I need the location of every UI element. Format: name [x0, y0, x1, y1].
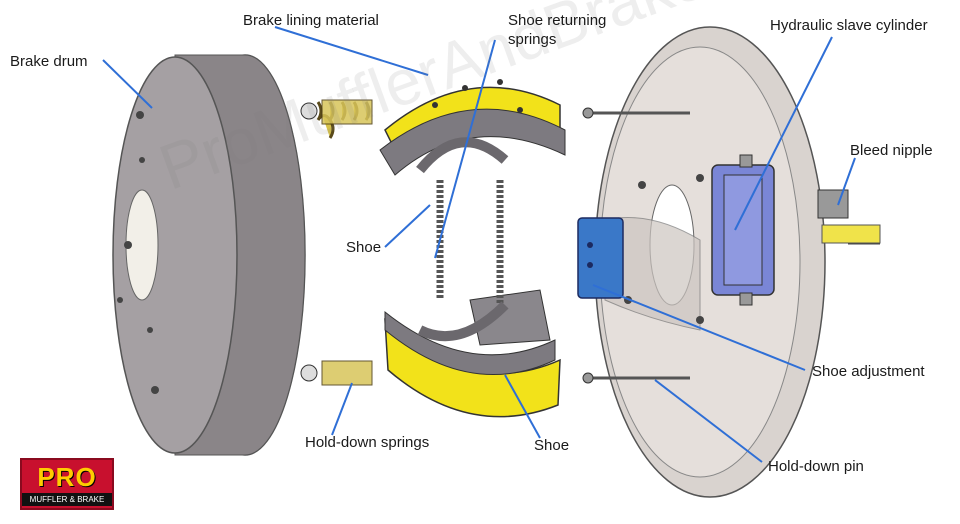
- pro-logo: PRO MUFFLER & BRAKE: [20, 458, 114, 510]
- label-brake-drum: Brake drum: [10, 53, 88, 70]
- label-hold-down-springs: Hold-down springs: [305, 434, 430, 451]
- bleed-nipple-and-pipe: [817, 189, 881, 245]
- leader-hold-down-pin: [654, 379, 763, 463]
- backing-plate: [594, 26, 826, 498]
- label-return-springs-1: Shoe returning: [508, 12, 607, 29]
- label-bleed-nipple: Bleed nipple: [850, 142, 933, 159]
- label-shoe-adjustment: Shoe adjustment: [812, 363, 925, 380]
- hold-down-pins: [582, 107, 690, 384]
- leader-hold-down-springs: [331, 382, 353, 436]
- lower-shoe: [384, 289, 561, 418]
- label-shoe-left: Shoe: [346, 239, 382, 256]
- label-hold-down-pin: Hold-down pin: [768, 458, 864, 475]
- hold-down-spring-top: [300, 99, 373, 139]
- leader-return-springs: [434, 39, 496, 259]
- logo-word: PRO: [37, 462, 97, 492]
- leader-brake-drum: [102, 59, 153, 109]
- leader-shoe-bottom: [504, 374, 541, 439]
- label-slave-cylinder: Hydraulic slave cylinder: [770, 17, 928, 34]
- label-shoe-bottom: Shoe: [534, 437, 570, 454]
- brake-drum: [112, 54, 306, 456]
- leader-shoe-left: [384, 204, 431, 248]
- leader-bleed-nipple: [837, 157, 856, 206]
- shoe-adjuster: [577, 217, 624, 299]
- slave-cylinder: [711, 154, 775, 306]
- leader-shoe-adjustment: [592, 284, 806, 371]
- hold-down-spring-bottom: [300, 360, 373, 386]
- leader-lines: [102, 26, 856, 463]
- leader-slave-cylinder: [734, 36, 833, 231]
- logo-tagline: MUFFLER & BRAKE: [22, 493, 112, 506]
- label-return-springs-2: springs: [508, 31, 557, 48]
- leader-lining: [274, 26, 429, 76]
- label-brake-lining: Brake lining material: [243, 12, 379, 29]
